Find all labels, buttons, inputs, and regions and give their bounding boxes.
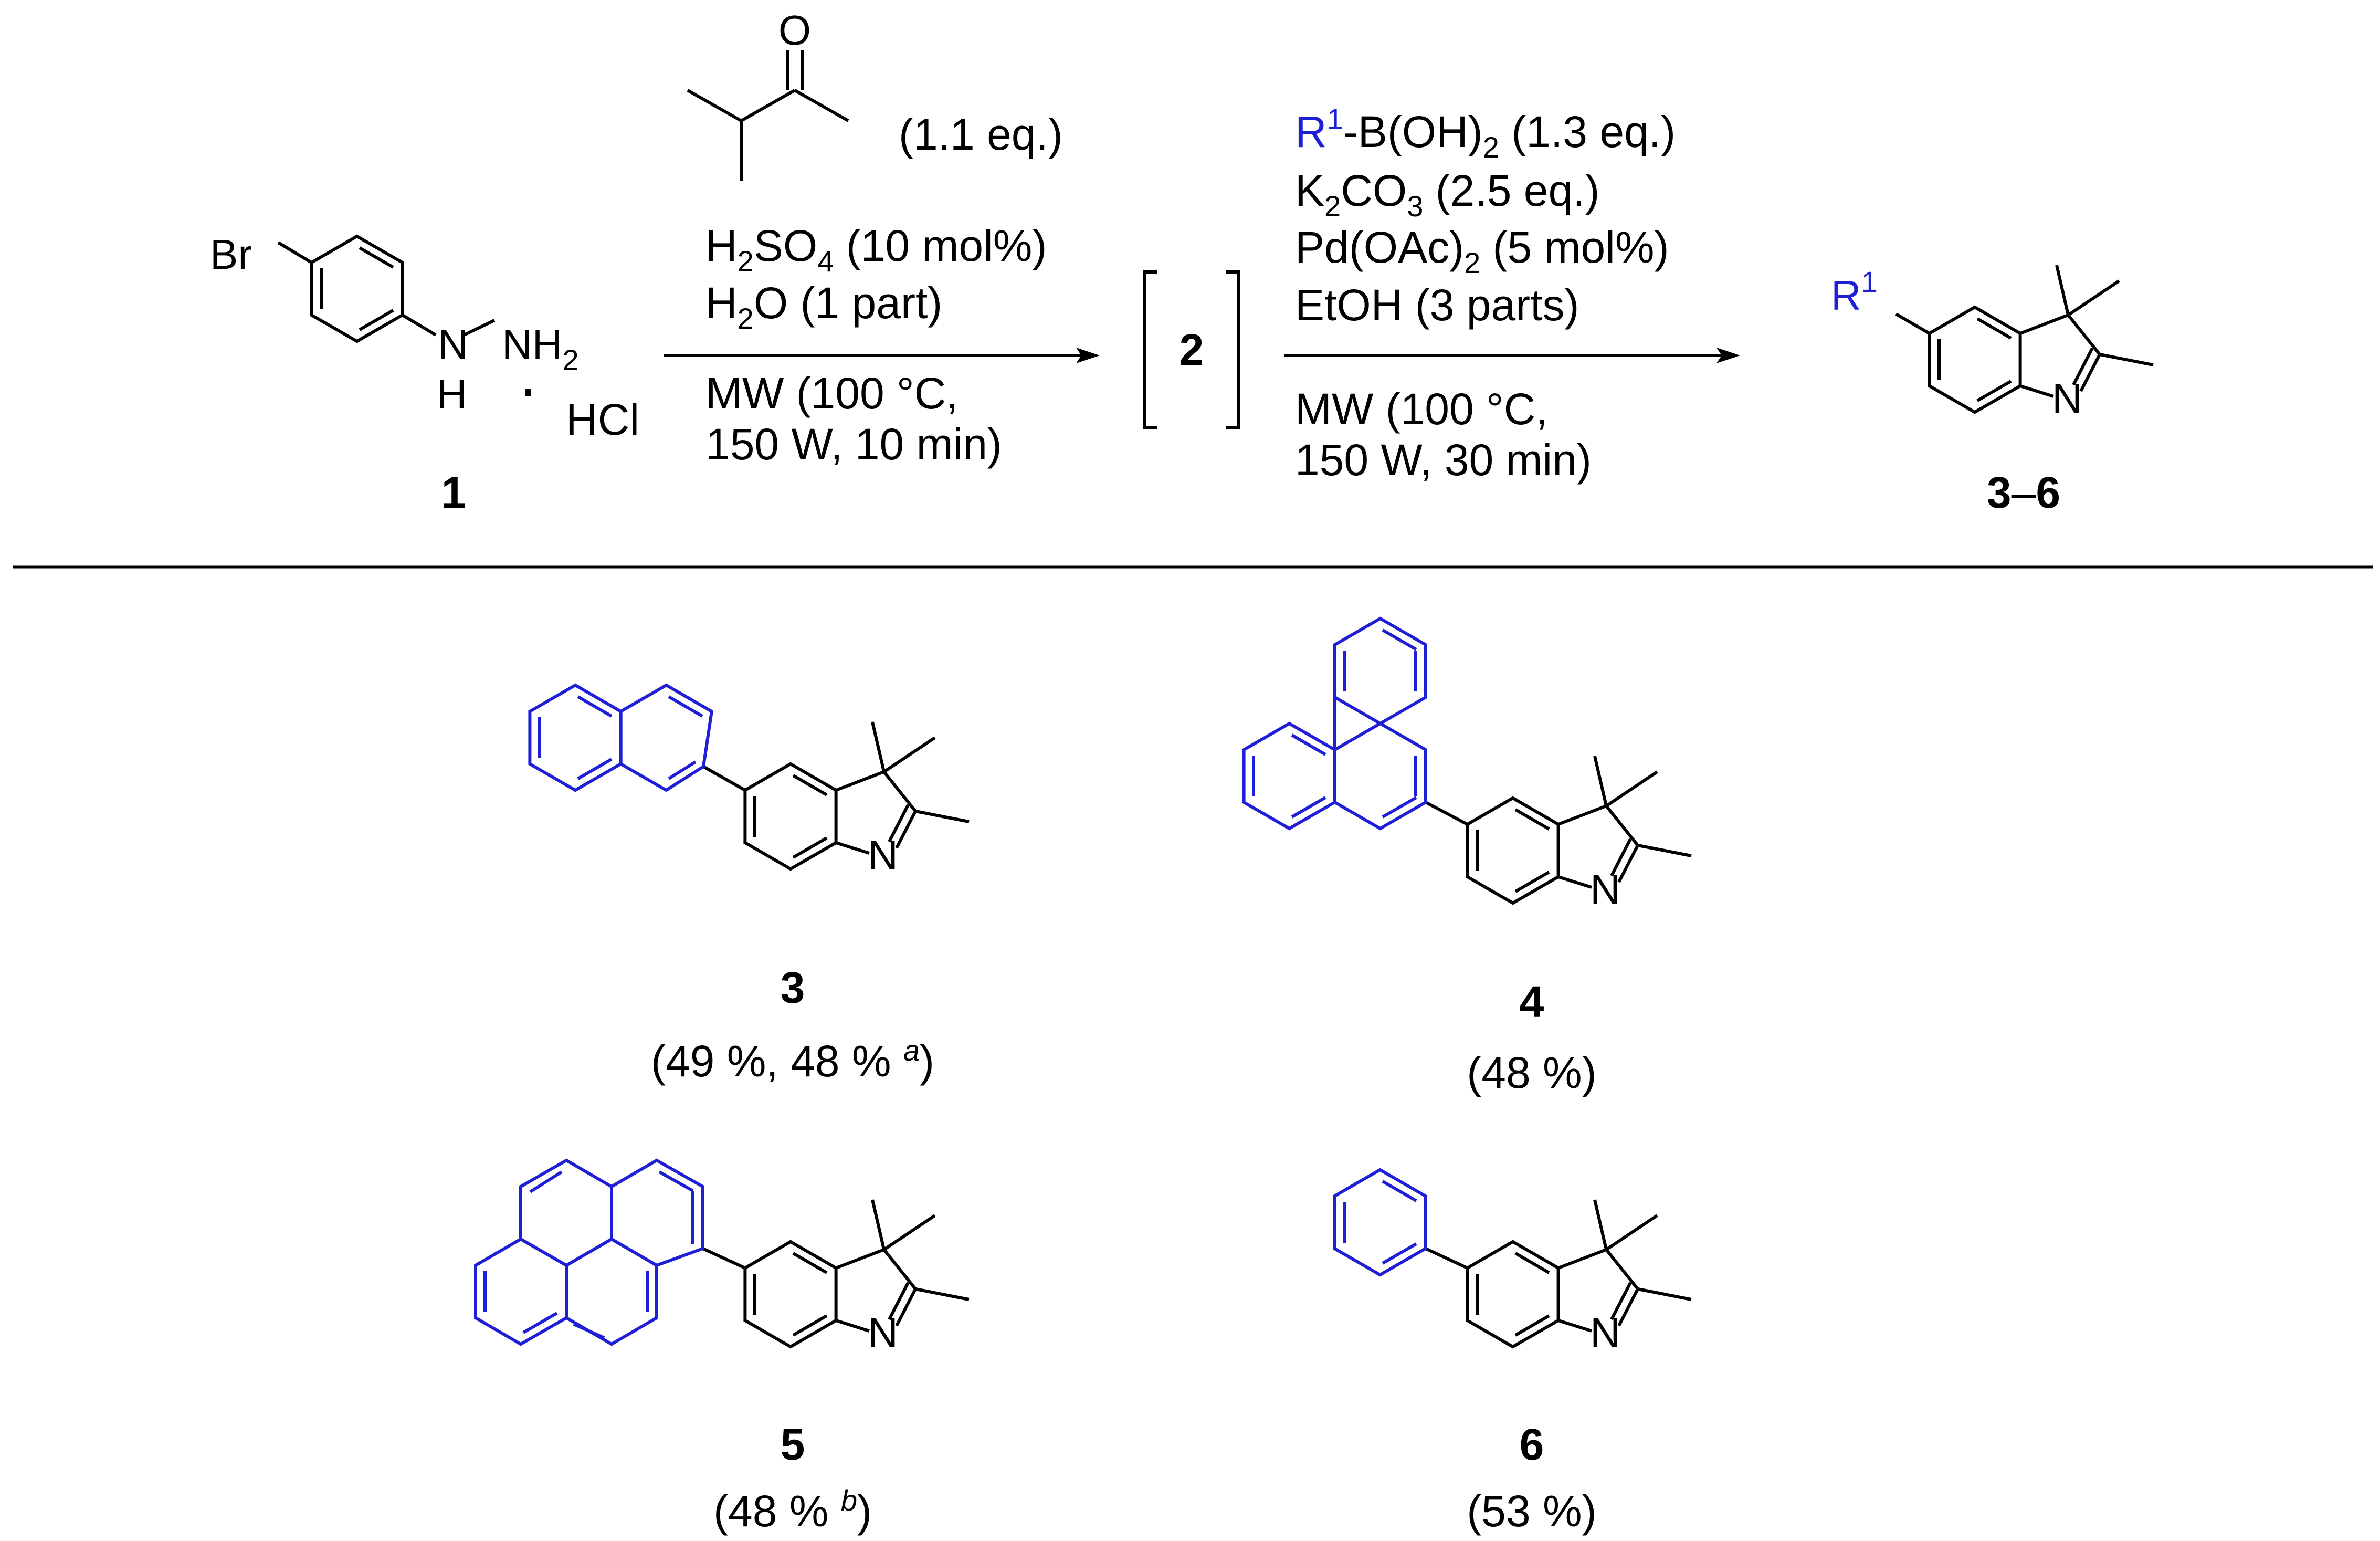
ketone-oxygen: O (778, 7, 811, 54)
microwave-condition-1-line1: MW (100 °C, (705, 369, 959, 418)
compound-6-nitrogen: N (1590, 1309, 1620, 1356)
salt-dot: · (518, 353, 539, 423)
intermediate-label: 2 (1180, 325, 1204, 374)
compound-4-structure (1242, 616, 1691, 903)
compound-3-structure (528, 683, 969, 869)
ketone-structure (687, 50, 849, 181)
microwave-condition-2-line1: MW (100 °C, (1295, 384, 1548, 434)
nh-h-label: H (437, 371, 467, 417)
product-nitrogen: N (2052, 375, 2082, 422)
compound-5-nitrogen: N (868, 1309, 898, 1356)
product-r1-label: R1 (1831, 265, 1878, 319)
nh-label: N (438, 321, 468, 368)
ketone-equivalents: (1.1 eq.) (899, 110, 1063, 159)
compound-5-label: 5 (781, 1420, 805, 1469)
compound-3-yield: (49 %, 48 % a) (651, 1034, 934, 1086)
compound-4-yield: (48 %) (1467, 1048, 1596, 1097)
boronic-acid-condition: R1-B(OH)2 (1.3 eq.) (1295, 102, 1676, 164)
product-range-label: 3–6 (1987, 468, 2060, 517)
salt-label: HCl (566, 395, 639, 444)
acid-condition: H2SO4 (10 mol%) (705, 221, 1047, 278)
catalyst-condition: Pd(OAc)2 (5 mol%) (1295, 223, 1669, 279)
intermediate-brackets (1143, 270, 1240, 429)
nh2-label: NH2 (502, 321, 579, 376)
compound-6-label: 6 (1520, 1420, 1544, 1469)
compound-5-structure (474, 1158, 969, 1347)
compound-6-structure (1334, 1170, 1691, 1347)
reaction-arrow-step1 (664, 348, 1100, 363)
compound-6-yield: (53 %) (1467, 1486, 1596, 1536)
reaction-arrow-step2 (1284, 348, 1740, 363)
bromo-label: Br (210, 231, 252, 278)
starting-material-structure (277, 234, 496, 343)
compound-5-yield: (48 % b) (713, 1484, 872, 1536)
microwave-condition-2-line2: 150 W, 30 min) (1295, 435, 1592, 485)
compound-4-nitrogen: N (1590, 866, 1620, 913)
solvent-condition: EtOH (3 parts) (1295, 280, 1579, 330)
compound-3-nitrogen: N (868, 832, 898, 878)
compound-4-label: 4 (1520, 977, 1544, 1026)
microwave-condition-1-line2: 150 W, 10 min) (705, 420, 1002, 469)
base-condition: K2CO3 (2.5 eq.) (1295, 166, 1600, 223)
compound-3-label: 3 (781, 963, 805, 1012)
compound-label-1: 1 (441, 468, 466, 517)
general-product-structure (1895, 265, 2153, 412)
water-condition: H2O (1 part) (705, 278, 942, 335)
